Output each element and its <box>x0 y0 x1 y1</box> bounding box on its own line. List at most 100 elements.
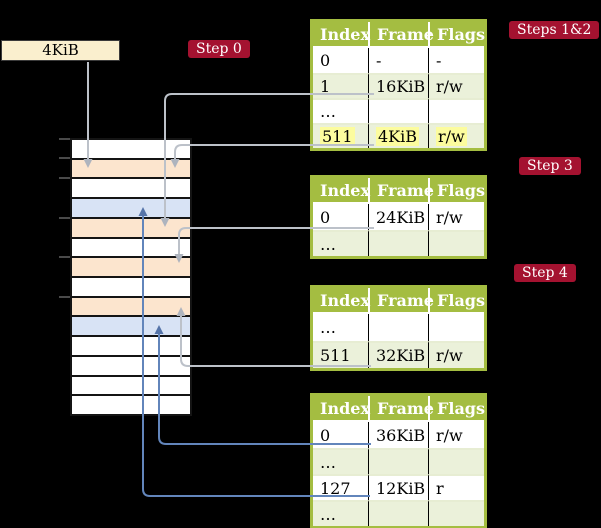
cell-flags: r <box>428 474 484 500</box>
cell-flags: - <box>428 48 484 73</box>
table-row: 511 4KiB r/w <box>313 123 484 148</box>
memory-frame-row <box>72 374 190 395</box>
column-header-flags: Flags <box>428 288 485 314</box>
table-row: … <box>313 98 484 123</box>
cell-flags <box>428 500 484 526</box>
table-row: 0 - - <box>313 48 484 73</box>
cell-frame: 36KiB <box>368 422 428 448</box>
column-header-flags: Flags <box>428 178 485 204</box>
frame-size-box: 4KiB <box>1 40 120 61</box>
physical-memory-column <box>70 138 192 416</box>
memory-frame-row <box>72 236 190 257</box>
column-header-flags: Flags <box>428 22 485 48</box>
table-row: … <box>313 500 484 526</box>
column-header-frame: Frame <box>368 178 434 204</box>
cell-frame <box>368 230 428 256</box>
cell-frame: 4KiB <box>368 123 428 148</box>
table-row: 511 32KiB r/w <box>313 341 484 368</box>
cell-text: 4KiB <box>376 127 420 146</box>
cell-index: 127 <box>313 474 368 500</box>
page-table-step-3: Index Frame Flags 0 24KiB r/w … <box>310 175 487 259</box>
table-row: 0 24KiB r/w <box>313 204 484 230</box>
cell-text: r/w <box>436 207 463 227</box>
cell-text: … <box>320 234 336 254</box>
memory-frame-row <box>72 157 190 178</box>
memory-frame-row <box>72 335 190 355</box>
cell-index: 511 <box>313 123 368 148</box>
cell-text: 24KiB <box>376 207 426 227</box>
cell-frame: 32KiB <box>368 341 428 368</box>
cell-index: … <box>313 448 368 474</box>
cell-text: 12KiB <box>376 478 426 498</box>
cell-frame <box>368 98 428 123</box>
memory-frame-row <box>72 216 190 237</box>
cell-flags <box>428 314 484 341</box>
cell-index: 1 <box>313 73 368 98</box>
cell-text: … <box>320 102 336 121</box>
cell-text: … <box>320 504 336 524</box>
column-header-index: Index <box>313 178 370 204</box>
cell-text: 511 <box>320 127 355 146</box>
cell-text: r <box>436 478 444 498</box>
cell-frame: 16KiB <box>368 73 428 98</box>
memory-frame-row <box>72 295 190 316</box>
cell-flags <box>428 448 484 474</box>
cell-index: 511 <box>313 341 368 368</box>
cell-flags: r/w <box>428 422 484 448</box>
memory-frame-row <box>72 394 190 415</box>
cell-frame: 24KiB <box>368 204 428 230</box>
page-table-bottom: Index Frame Flags 0 36KiB r/w … 127 12Ki… <box>310 393 487 528</box>
cell-frame: - <box>368 48 428 73</box>
cell-text: - <box>436 51 442 70</box>
cell-index: … <box>313 500 368 526</box>
cell-text: 32KiB <box>376 346 426 365</box>
memory-frame-row <box>72 197 190 217</box>
cell-flags: r/w <box>428 73 484 98</box>
column-header-index: Index <box>313 22 370 48</box>
column-header-frame: Frame <box>368 396 434 422</box>
table-row: … <box>313 448 484 474</box>
column-header-index: Index <box>313 396 370 422</box>
column-header-frame: Frame <box>368 22 434 48</box>
cell-text: … <box>320 318 336 337</box>
cell-text: 511 <box>320 346 351 365</box>
cell-index: 0 <box>313 48 368 73</box>
cell-frame <box>368 448 428 474</box>
badge-steps-1-2: Steps 1&2 <box>509 21 600 39</box>
cell-text: r/w <box>436 346 463 365</box>
cell-flags: r/w <box>428 204 484 230</box>
cell-text: 1 <box>320 77 331 96</box>
memory-ticks <box>59 138 70 298</box>
memory-frame-row <box>72 315 190 336</box>
cell-frame <box>368 500 428 526</box>
table-row: 0 36KiB r/w <box>313 422 484 448</box>
column-header-flags: Flags <box>428 396 485 422</box>
table-row: 127 12KiB r <box>313 474 484 500</box>
cell-text: 36KiB <box>376 425 426 445</box>
cell-index: … <box>313 314 368 341</box>
memory-frame-row <box>72 354 190 375</box>
table-row: … <box>313 314 484 341</box>
column-header-frame: Frame <box>368 288 434 314</box>
memory-frame-row <box>72 177 190 198</box>
memory-frame-row <box>72 276 190 296</box>
cell-flags: r/w <box>428 341 484 368</box>
cell-text: 0 <box>320 425 331 445</box>
cell-text: 0 <box>320 51 331 70</box>
badge-step-0: Step 0 <box>188 40 250 58</box>
cell-flags <box>428 98 484 123</box>
cell-text: r/w <box>436 77 463 96</box>
cell-flags: r/w <box>428 123 484 148</box>
cell-text: r/w <box>436 127 467 146</box>
cell-index: … <box>313 230 368 256</box>
cell-text: 127 <box>320 478 351 498</box>
cell-frame: 12KiB <box>368 474 428 500</box>
column-header-index: Index <box>313 288 370 314</box>
cell-frame <box>368 314 428 341</box>
memory-frame-row <box>72 256 190 277</box>
cell-text: 16KiB <box>376 77 426 96</box>
table-row: 1 16KiB r/w <box>313 73 484 98</box>
cell-text: … <box>320 452 336 472</box>
cell-flags <box>428 230 484 256</box>
